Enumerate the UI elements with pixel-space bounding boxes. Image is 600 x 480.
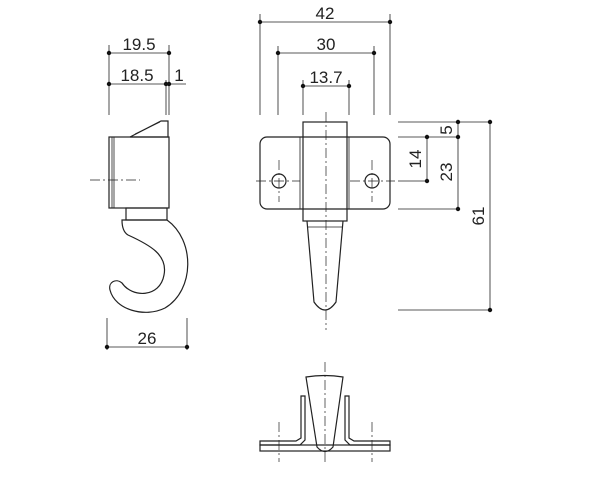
bottom-view: [259, 362, 391, 462]
dim-hole-height: 14: [406, 150, 425, 169]
bottom-flange: [259, 444, 391, 452]
dim-width: 42: [316, 4, 335, 23]
mounting-plate: [259, 136, 391, 210]
side-body: [108, 136, 170, 209]
dim-hook-width: 26: [138, 329, 157, 348]
dim-body-depth: 18.5: [120, 66, 153, 85]
dim-column-width: 13.7: [309, 68, 342, 87]
side-view: 19.5 18.5 1 26: [90, 35, 190, 350]
front-view: 42 30 13.7 5 14 23 61: [256, 4, 493, 330]
dim-hole-pitch: 30: [317, 35, 336, 54]
taper-pin: [306, 220, 344, 311]
bottom-bracket: [259, 395, 306, 446]
dim-total-height: 61: [469, 207, 488, 226]
side-neck: [125, 207, 168, 221]
dim-plate-height: 23: [437, 163, 456, 182]
side-wedge: [129, 120, 169, 138]
bottom-cone: [305, 374, 344, 453]
dim-lip: 1: [174, 66, 183, 85]
hook: [109, 219, 189, 313]
dim-top-offset: 5: [437, 125, 456, 134]
dim-total-depth: 19.5: [122, 35, 155, 54]
